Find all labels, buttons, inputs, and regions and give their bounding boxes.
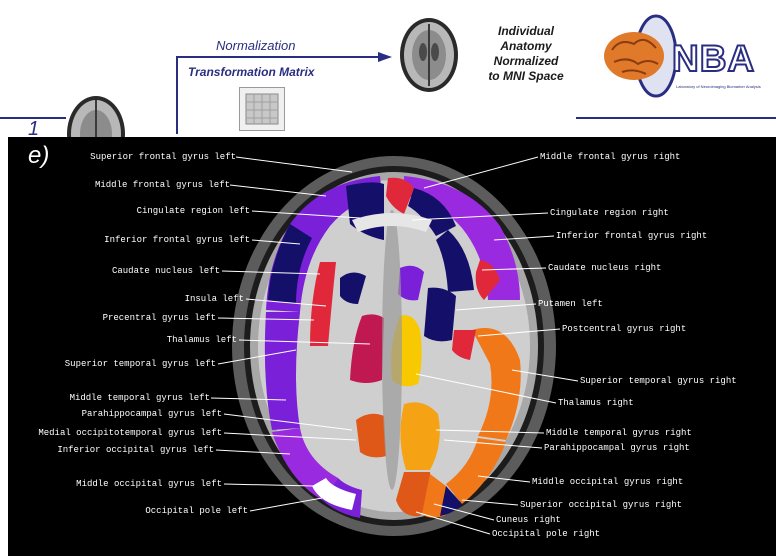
label-thalamus-right: Thalamus right [558, 398, 634, 408]
label-cingulate-region-right: Cingulate region right [550, 208, 669, 218]
label-middle-temporal-gyrus-left: Middle temporal gyrus left [70, 393, 210, 403]
label-thalamus-left: Thalamus left [167, 335, 237, 345]
label-medial-occipitotemporal-gyrus-left: Medial occipitotemporal gyrus left [38, 428, 222, 438]
label-occipital-pole-right: Occipital pole right [492, 529, 600, 539]
label-middle-occipital-gyrus-right: Middle occipital gyrus right [532, 477, 683, 487]
label-superior-temporal-gyrus-left: Superior temporal gyrus left [65, 359, 216, 369]
label-middle-occipital-gyrus-left: Middle occipital gyrus left [76, 479, 222, 489]
label-precentral-gyrus-left: Precentral gyrus left [103, 313, 216, 323]
label-middle-temporal-gyrus-right: Middle temporal gyrus right [546, 428, 692, 438]
label-caudate-nucleus-left: Caudate nucleus left [112, 266, 220, 276]
label-inferior-frontal-gyrus-left: Inferior frontal gyrus left [104, 235, 250, 245]
label-cuneus-right: Cuneus right [496, 515, 561, 525]
label-middle-frontal-gyrus-right: Middle frontal gyrus right [540, 152, 680, 162]
label-occipital-pole-left: Occipital pole left [145, 506, 248, 516]
label-middle-frontal-gyrus-left: Middle frontal gyrus left [95, 180, 230, 190]
label-parahippocampal-gyrus-right: Parahippocampal gyrus right [544, 443, 690, 453]
label-insula-left: Insula left [185, 294, 244, 304]
label-inferior-frontal-gyrus-right: Inferior frontal gyrus right [556, 231, 707, 241]
label-cingulate-region-left: Cingulate region left [137, 206, 250, 216]
label-superior-frontal-gyrus-left: Superior frontal gyrus left [90, 152, 236, 162]
label-parahippocampal-gyrus-left: Parahippocampal gyrus left [82, 409, 222, 419]
label-postcentral-gyrus-right: Postcentral gyrus right [562, 324, 686, 334]
label-caudate-nucleus-right: Caudate nucleus right [548, 263, 661, 273]
label-superior-temporal-gyrus-right: Superior temporal gyrus right [580, 376, 737, 386]
label-superior-occipital-gyrus-right: Superior occipital gyrus right [520, 500, 682, 510]
label-putamen-left: Putamen left [538, 299, 603, 309]
label-inferior-occipital-gyrus-left: Inferior occipital gyrus left [57, 445, 214, 455]
